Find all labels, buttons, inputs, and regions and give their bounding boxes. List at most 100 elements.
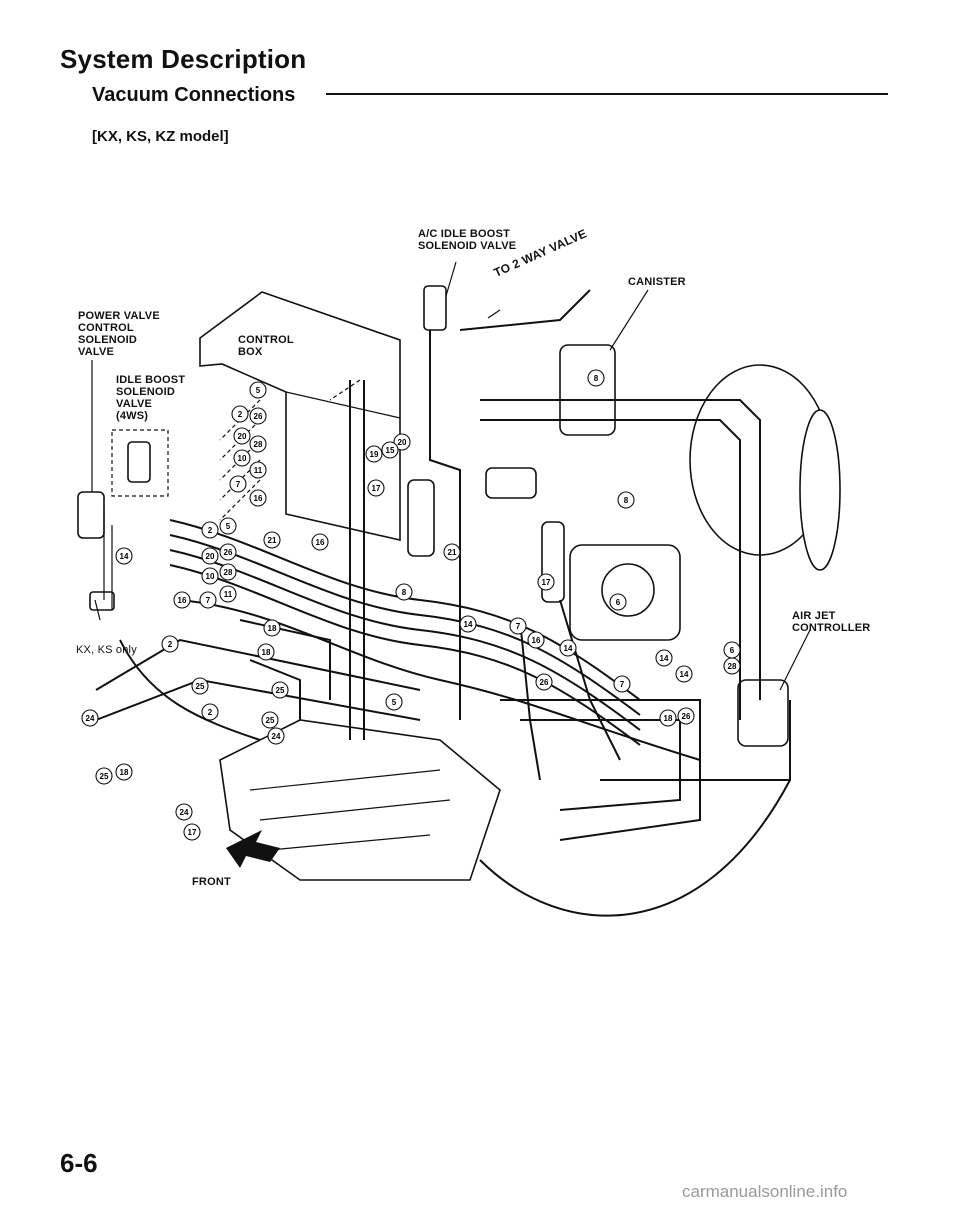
hose-callout-circle (311, 533, 329, 551)
hose-callout-label: 17 (372, 484, 381, 493)
hose-callout-label: 26 (540, 678, 549, 687)
hose-callout-label: 20 (398, 438, 407, 447)
hose-callout-circle (263, 619, 281, 637)
hose-callout-circle (395, 583, 413, 601)
hose-callout-circle (201, 547, 219, 565)
hose-callout-circle (249, 489, 267, 507)
hose-callout-circle (201, 521, 219, 539)
hose-callout-label: 26 (224, 548, 233, 557)
hose-callout-circle (249, 461, 267, 479)
two-way-arrow (487, 309, 501, 319)
air-jet-leader (779, 629, 811, 691)
hose-callout-circle (267, 727, 285, 745)
hose-callout-circle (393, 433, 411, 451)
hose-callout-label: 26 (254, 412, 263, 421)
engine-block (219, 719, 501, 881)
hose-callout-circle (81, 709, 99, 727)
hose-callout-label: 8 (402, 588, 407, 597)
hose-callout-label: 18 (268, 624, 277, 633)
hose-callout-label: 7 (516, 622, 521, 631)
hose-callout-label: 16 (532, 636, 541, 645)
hose-callout-label: 14 (660, 654, 669, 663)
hose-callout-circle (559, 639, 577, 657)
hose-callout-circle (613, 675, 631, 693)
watermark: carmanualsonline.info (682, 1182, 848, 1201)
hose-callout-circle (257, 643, 275, 661)
page-number: 6-6 (60, 1148, 98, 1178)
hose-callout-circle (263, 531, 281, 549)
idle-boost-4ws-valve (127, 441, 151, 483)
hose-callout-label: 5 (226, 522, 231, 531)
hose-callout-label: 7 (236, 480, 241, 489)
hose-callout-circle (249, 381, 267, 399)
hose-callout-circle (199, 591, 217, 609)
ac-idle-leader (445, 261, 457, 297)
hose-callout-label: 14 (120, 552, 129, 561)
hose-callout-circle (249, 407, 267, 425)
hose-callout-label: 14 (680, 670, 689, 679)
idle-boost-4ws-box (111, 429, 169, 497)
hose-callout-circle (219, 585, 237, 603)
hose-callout-label: 16 (316, 538, 325, 547)
hose-callout-circle (219, 517, 237, 535)
hose-callout-label: 5 (256, 386, 261, 395)
hose-callout-circle (191, 677, 209, 695)
hose-callout-label: 18 (120, 768, 129, 777)
hose-callout-label: 24 (272, 732, 281, 741)
front-arrow (226, 830, 280, 868)
hose-callout-circle (229, 475, 247, 493)
section-subtitle: Vacuum Connections (92, 84, 296, 106)
label-control-box: CONTROL BOX (238, 334, 294, 358)
hose-callout-label: 2 (168, 640, 173, 649)
hose-callout-label: 21 (268, 536, 277, 545)
hose-callout-label: 28 (728, 662, 737, 671)
hose-callout-circle (365, 445, 383, 463)
hose-callout-label: 7 (620, 680, 625, 689)
hose-callout-circle (723, 657, 741, 675)
hose-callout-circle (183, 823, 201, 841)
hose-callout-circle (367, 479, 385, 497)
hose-callout-label: 20 (238, 432, 247, 441)
hose-callout-circle (459, 615, 477, 633)
hose-callout-circle (219, 543, 237, 561)
hose-callout-label: 18 (262, 648, 271, 657)
hose-callout-label: 11 (254, 466, 263, 475)
hose-callout-label: 15 (386, 446, 395, 455)
hose-callout-label: 26 (682, 712, 691, 721)
hose-callout-circle (233, 449, 251, 467)
canister (559, 344, 616, 436)
hose-callout-label: 16 (178, 596, 187, 605)
hose-callout-label: 17 (542, 578, 551, 587)
hose-callout-circle (381, 441, 399, 459)
hose-callout-circle (115, 763, 133, 781)
hose-callout-label: 10 (206, 572, 215, 581)
hose-callout-circle (443, 543, 461, 561)
hose-callout-circle (385, 693, 403, 711)
hose-callout-circle (175, 803, 193, 821)
hose-callout-label: 24 (86, 714, 95, 723)
label-canister: CANISTER (628, 276, 686, 288)
hose-callout-label: 14 (564, 644, 573, 653)
hose-callout-label: 18 (664, 714, 673, 723)
section-rule (326, 93, 888, 95)
hose-callout-circle (655, 649, 673, 667)
hose-callout-circle (249, 435, 267, 453)
hose-callout-label: 8 (594, 374, 599, 383)
model-label: [KX, KS, KZ model] (92, 128, 229, 145)
hose-callout-label: 2 (208, 708, 213, 717)
hose-callout-circle (675, 665, 693, 683)
hose-callout-circle (271, 681, 289, 699)
hose-callout-circle (537, 573, 555, 591)
hose-callout-label: 24 (180, 808, 189, 817)
hose-callout-circle (233, 427, 251, 445)
label-kx-ks-only: KX, KS only (76, 644, 137, 656)
hose-callout-circle (95, 767, 113, 785)
hose-callout-circle (609, 593, 627, 611)
hose-callout-circle (261, 711, 279, 729)
hose-callout-circle (527, 631, 545, 649)
hose-callout-circle (201, 703, 219, 721)
hose-callout-label: 17 (188, 828, 197, 837)
label-idle-boost-4ws: IDLE BOOST SOLENOID VALVE (4WS) (116, 374, 186, 422)
power-valve-solenoid (77, 491, 105, 539)
